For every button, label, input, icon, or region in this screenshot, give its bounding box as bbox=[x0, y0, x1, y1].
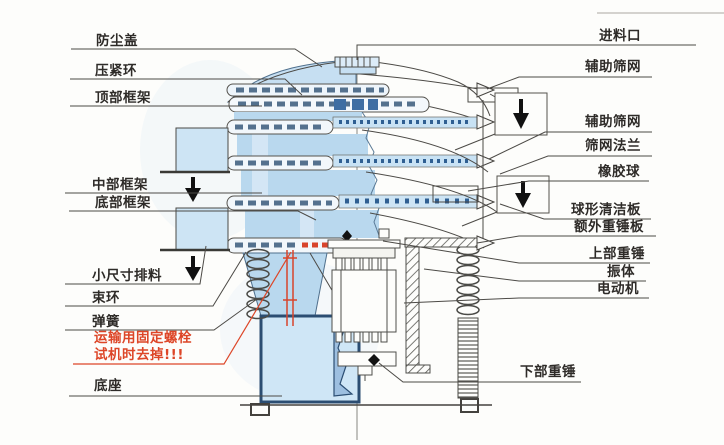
label-aux-screen-1: 辅助筛网 bbox=[585, 58, 641, 75]
body-highlight bbox=[252, 170, 268, 196]
upper-weight-plate bbox=[327, 239, 401, 249]
label-motor: 电动机 bbox=[597, 280, 639, 297]
label-rubber-ball: 橡胶球 bbox=[598, 163, 640, 180]
flow-arrow-left-1 bbox=[185, 177, 201, 202]
label-upper-weight: 上部重锤 bbox=[589, 245, 645, 262]
motor-assembly bbox=[327, 228, 401, 381]
lower-weight-shape bbox=[337, 351, 397, 367]
label-press-ring: 压紧环 bbox=[95, 63, 137, 79]
weight-channel bbox=[404, 235, 496, 374]
label-vibrating-body: 振体 bbox=[607, 263, 635, 280]
spring-left bbox=[246, 248, 270, 320]
upper-weight-shape bbox=[332, 247, 396, 259]
label-middle-frame: 中部框架 bbox=[92, 176, 148, 193]
foot-left bbox=[250, 403, 270, 416]
lower-weight-marker bbox=[368, 354, 380, 366]
body-section-1 bbox=[234, 112, 362, 121]
flow-box-2-connector bbox=[461, 211, 498, 227]
feed-inlet-shape bbox=[334, 56, 380, 75]
label-aux-screen-2: 辅助筛网 bbox=[585, 113, 641, 130]
label-screen-flange: 筛网法兰 bbox=[585, 137, 641, 154]
warning-note-line2: 试机时去掉!!! bbox=[94, 346, 184, 363]
discharge-spout-lower bbox=[160, 207, 230, 252]
foot-right bbox=[460, 398, 479, 413]
label-clamp-ring: 束环 bbox=[92, 289, 120, 306]
motor-body-shape bbox=[331, 269, 397, 333]
dome-inner-curve bbox=[359, 73, 479, 90]
frame-bands bbox=[226, 119, 340, 211]
clamp-bolt-block bbox=[368, 99, 378, 110]
dome-right-outline bbox=[355, 59, 491, 117]
label-small-size-discharge: 小尺寸排料 bbox=[92, 267, 162, 284]
flow-box-1 bbox=[494, 92, 548, 136]
leader-lines bbox=[65, 44, 696, 397]
warning-note-line1: 运输用固定螺栓 bbox=[94, 329, 192, 346]
discharge-spout-upper bbox=[160, 127, 230, 174]
label-bottom-frame: 底部框架 bbox=[95, 194, 151, 211]
extra-weight-plate-shape bbox=[404, 237, 479, 248]
clamp-bolt-block bbox=[352, 99, 364, 110]
label-lower-weight: 下部重锤 bbox=[520, 363, 576, 380]
label-feed-inlet: 进料口 bbox=[599, 27, 641, 44]
flow-arrow-left-2 bbox=[185, 256, 201, 281]
upper-bolt-marker bbox=[342, 230, 352, 242]
label-top-frame: 顶部框架 bbox=[95, 89, 151, 106]
labels: 防尘盖 压紧环 顶部框架 中部框架 底部框架 小尺寸排料 束环 弹簧 底座 运输… bbox=[92, 27, 645, 394]
machine-drawing bbox=[160, 56, 550, 440]
spring-boot-right bbox=[457, 317, 479, 399]
body-section-2 bbox=[237, 134, 368, 156]
label-spring: 弹簧 bbox=[92, 313, 120, 330]
body-highlight bbox=[300, 210, 314, 238]
label-base: 底座 bbox=[94, 377, 122, 394]
channel-wall bbox=[405, 246, 420, 370]
flow-box-1-connector bbox=[454, 133, 496, 151]
body-highlight bbox=[252, 134, 268, 156]
channel-flange bbox=[405, 364, 431, 374]
clamp-bolt-block bbox=[334, 99, 346, 110]
label-dust-cover: 防尘盖 bbox=[96, 32, 138, 49]
funnel-inner-line bbox=[309, 252, 334, 293]
label-extra-weight-plate: 额外重锤板 bbox=[574, 218, 644, 235]
warning-leader-line bbox=[73, 251, 292, 365]
label-ball-cleaning-plate: 球形清洁板 bbox=[571, 201, 641, 218]
screen-layers bbox=[332, 82, 496, 210]
transport-bolt-shape bbox=[283, 250, 297, 326]
